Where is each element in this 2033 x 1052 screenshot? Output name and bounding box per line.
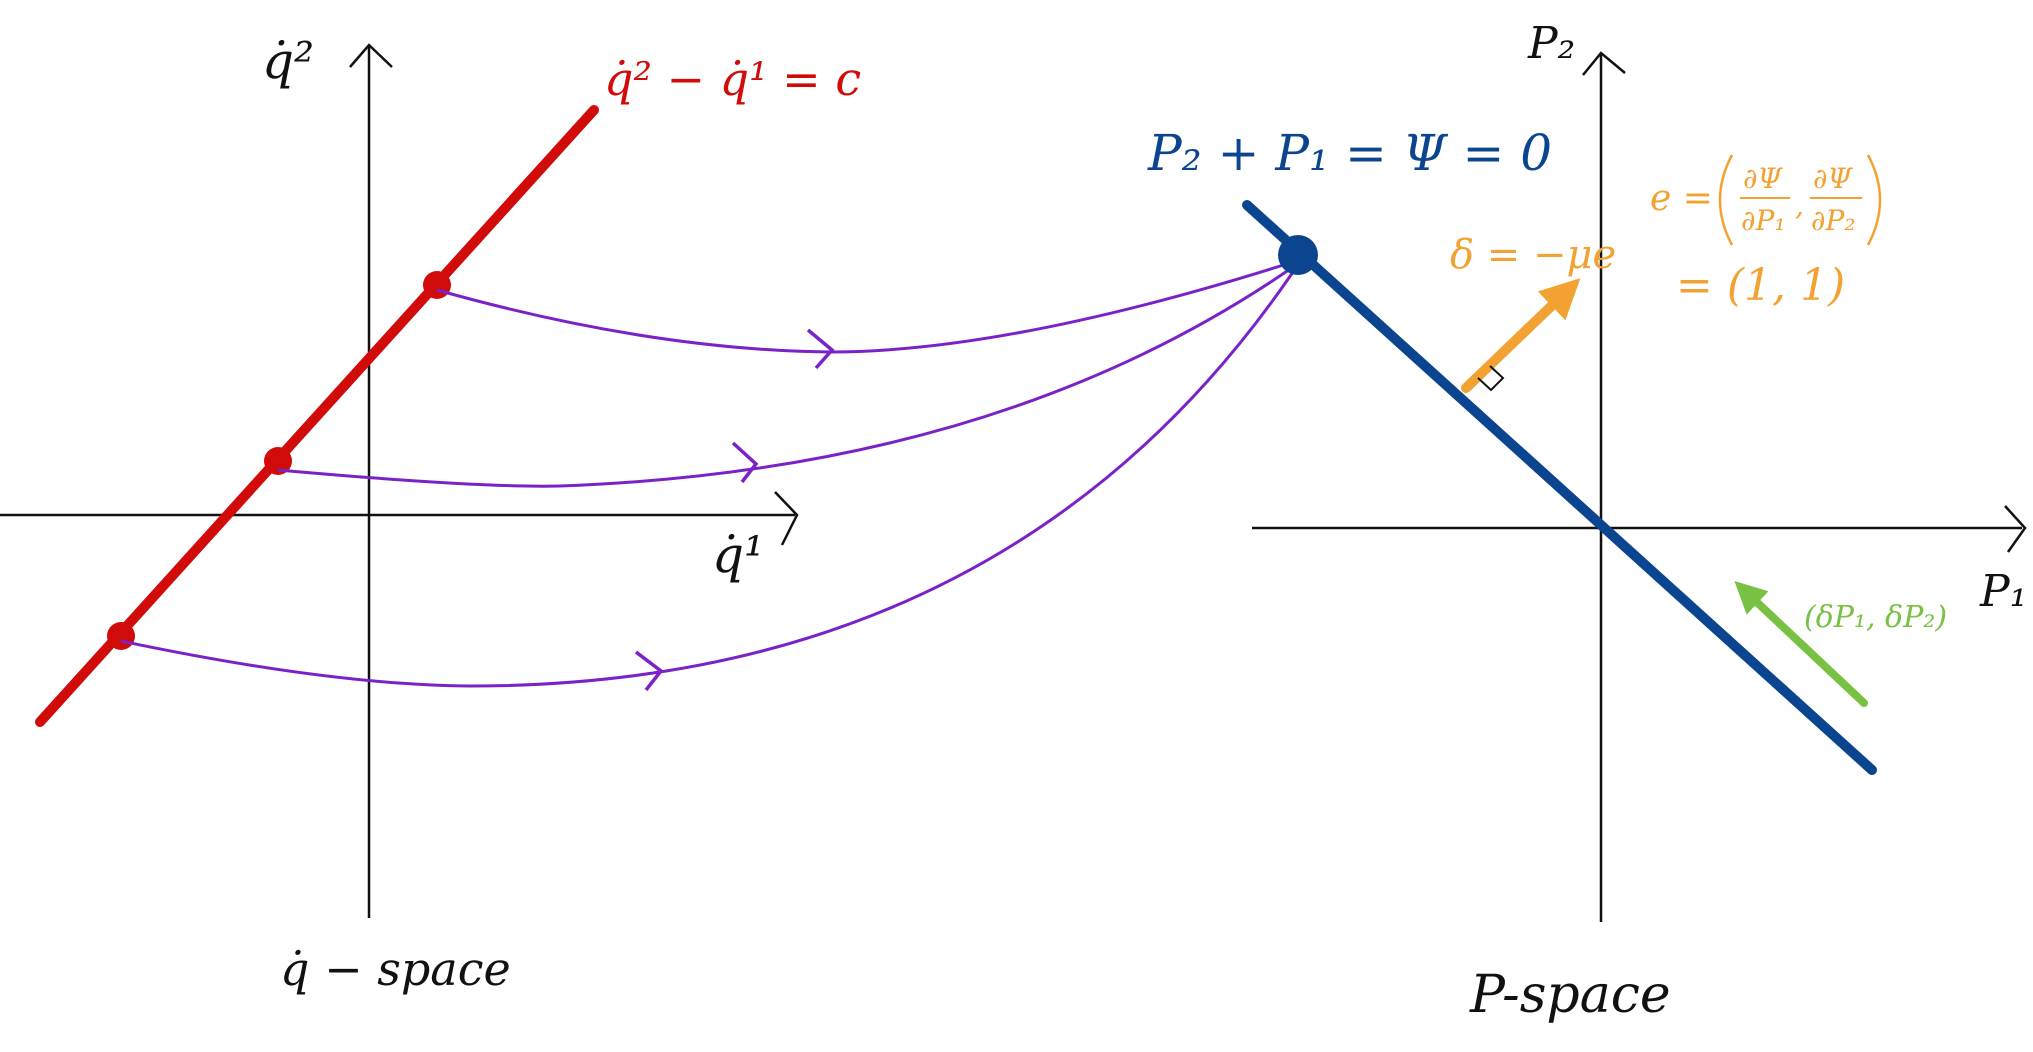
- mapping-curve-lower: [120, 271, 1295, 688]
- right-y-axis-label: P₂: [1527, 18, 1575, 69]
- e-label: e =: [1650, 178, 1713, 219]
- left-y-axis-arrowhead: [349, 43, 393, 68]
- blue-image-point: [1278, 235, 1318, 275]
- blue-line-label: P₂ + P₁ = Ψ = 0: [1147, 124, 1552, 182]
- delta-normal-arrow: [1461, 278, 1581, 393]
- normal-vector-definition: e = ∂Ψ ∂P₁ , ∂Ψ ∂P₂ = (1, 1): [1650, 154, 1882, 311]
- left-y-axis-label: q̇²: [262, 32, 314, 90]
- right-x-axis-label: P₁: [1979, 566, 2027, 617]
- e-fraction-2-numerator: ∂Ψ: [1813, 162, 1853, 195]
- red-constraint-line: [35, 105, 599, 727]
- right-panel: P₂ P₁ P₂ + P₁ = Ψ = 0 δ = −μe e = ∂Ψ ∂P₁…: [1147, 18, 2027, 1025]
- mapping-curve-middle: [277, 265, 1294, 488]
- red-point-upper: [423, 271, 451, 299]
- red-point-middle: [264, 447, 292, 475]
- mapping-curve-upper: [436, 260, 1294, 354]
- e-fraction-2-denominator: ∂P₂: [1811, 204, 1856, 237]
- variation-arrow: [1734, 581, 1868, 707]
- mapping-curves: [120, 260, 1295, 692]
- left-panel: q̇² q̇¹ q̇² − q̇¹ = c q̇ − space: [0, 32, 861, 996]
- mapping-curve-upper-arrow: [806, 328, 835, 370]
- left-x-axis-arrowhead: [774, 491, 799, 546]
- e-value: = (1, 1): [1676, 260, 1845, 311]
- variation-label: (δP₁, δP₂): [1804, 600, 1947, 635]
- left-space-label: q̇ − space: [280, 942, 511, 996]
- blue-constraint-line: [1242, 200, 1877, 775]
- mapping-curve-lower-arrow: [634, 650, 664, 692]
- e-right-paren: [1866, 154, 1882, 246]
- mapping-curve-middle-arrow: [731, 441, 759, 484]
- right-x-axis-arrowhead: [2004, 505, 2027, 553]
- right-space-label: P-space: [1469, 965, 1671, 1025]
- left-x-axis-label: q̇¹: [712, 526, 764, 584]
- e-comma: ,: [1795, 189, 1804, 222]
- delta-label: δ = −μe: [1450, 232, 1616, 278]
- red-point-lower: [107, 622, 135, 650]
- right-angle-mark: [1477, 365, 1505, 392]
- e-fraction-1-denominator: ∂P₁: [1741, 204, 1786, 237]
- right-y-axis-arrowhead: [1582, 51, 1626, 76]
- e-fraction-1-numerator: ∂Ψ: [1743, 162, 1783, 195]
- e-left-paren: [1718, 154, 1734, 246]
- red-line-label: q̇² − q̇¹ = c: [604, 52, 861, 106]
